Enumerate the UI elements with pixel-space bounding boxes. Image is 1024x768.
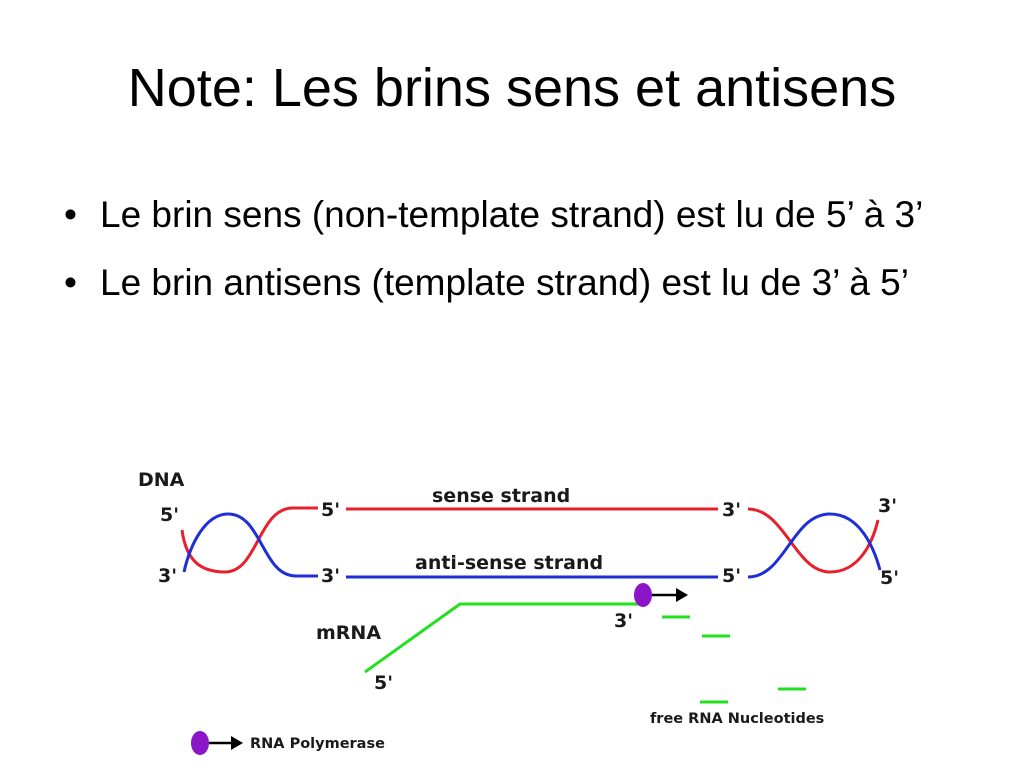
- antisense-right-5-label: 5': [722, 565, 741, 587]
- mrna-5-label: 5': [374, 672, 393, 694]
- left-helix-red-strand: [180, 506, 318, 574]
- bullet-marker: •: [64, 194, 77, 235]
- bullet-text: Le brin antisens (template strand) est l…: [100, 262, 909, 303]
- free-nucleotides-label: free RNA Nucleotides: [650, 711, 824, 727]
- sense-right-3-label: 3': [722, 499, 741, 521]
- left-bottom-3-label: 3': [158, 565, 177, 587]
- rna-polymerase-label: RNA Polymerase: [250, 736, 385, 752]
- left-helix-blue-strand: [182, 512, 318, 578]
- sense-left-5-label: 5': [321, 499, 340, 521]
- legend-arrowhead-icon: [231, 736, 243, 750]
- dna-label: DNA: [138, 469, 185, 491]
- antisense-left-3-label: 3': [321, 565, 340, 587]
- bullet-list: • Le brin sens (non-template strand) est…: [64, 192, 984, 328]
- bullet-text: Le brin sens (non-template strand) est l…: [100, 194, 924, 235]
- right-helix-blue-strand: [747, 512, 882, 579]
- mrna-3-label: 3': [614, 610, 633, 632]
- sense-strand-label: sense strand: [432, 485, 570, 507]
- right-top-3-label: 3': [878, 495, 897, 517]
- bullet-item-sense: • Le brin sens (non-template strand) est…: [64, 192, 984, 238]
- bullet-marker: •: [64, 262, 77, 303]
- slide-title: Note: Les brins sens et antisens: [127, 58, 897, 118]
- left-top-5-label: 5': [160, 504, 179, 526]
- right-bottom-5-label: 5': [880, 567, 899, 589]
- rna-polymerase-marker: [634, 583, 652, 607]
- antisense-strand-label: anti-sense strand: [415, 552, 603, 574]
- mrna-strand: [364, 602, 640, 674]
- legend-polymerase-icon: [191, 731, 209, 755]
- polymerase-arrowhead: [676, 588, 688, 602]
- mrna-label: mRNA: [316, 622, 381, 644]
- bullet-item-antisense: • Le brin antisens (template strand) est…: [64, 260, 984, 306]
